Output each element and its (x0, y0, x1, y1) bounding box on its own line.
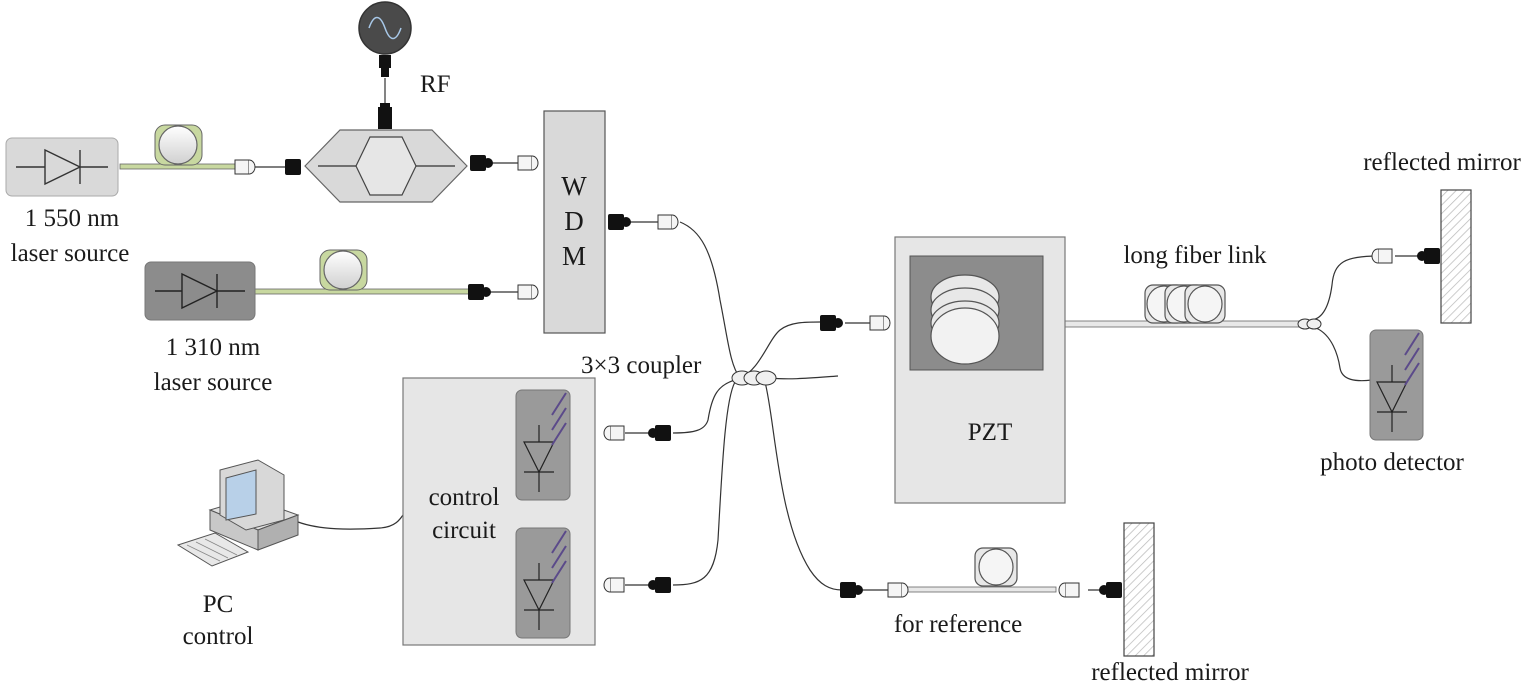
rf-connector (379, 55, 391, 68)
pc-label-line2: control (183, 623, 254, 650)
control-label-line2: circuit (432, 517, 496, 544)
wdm-label-d: D (564, 206, 584, 236)
laser-1550-label-line1: 1 550 nm (25, 205, 120, 232)
coupler-3x3: 3×3 coupler (581, 352, 777, 386)
fiber-wdm-to-coupler (679, 221, 741, 379)
rf-label: RF (420, 71, 451, 98)
control-label-line1: control (429, 484, 500, 511)
pzt: PZT (894, 236, 1066, 504)
long-fiber-label: long fiber link (1123, 242, 1267, 269)
wdm-box (543, 110, 606, 334)
fiber-coil-1310 (319, 249, 368, 291)
fiber-to-top-mirror (1311, 255, 1379, 321)
detector-1 (515, 389, 571, 501)
fiber-reference (905, 586, 1057, 593)
for-reference-label: for reference (894, 611, 1022, 638)
pzt-label: PZT (968, 419, 1012, 446)
mirror-top (1440, 189, 1472, 324)
detector-2 (515, 527, 571, 639)
fiber-coupler-to-pzt (739, 321, 821, 379)
fiber-coil-1550 (154, 124, 203, 166)
pc-cable (297, 511, 406, 530)
computer-icon (176, 459, 300, 567)
photo-detector-label: photo detector (1320, 449, 1464, 476)
wdm-label-w: W (561, 171, 587, 201)
laser-1310-label-line2: laser source (154, 369, 273, 396)
connectors (234, 155, 1440, 598)
long-fiber-link: long fiber link (1123, 242, 1322, 330)
diode-icon (16, 148, 108, 186)
diode-icon (155, 272, 245, 310)
wdm: W D M (543, 110, 606, 334)
laser-1550: 1 550 nm laser source (5, 137, 130, 267)
reflected-mirror-bottom: reflected mirror (1091, 522, 1249, 686)
photo-detector: photo detector (1320, 329, 1465, 476)
fiber-to-photo-detector (1315, 327, 1373, 382)
laser-1550-label-line2: laser source (11, 240, 130, 267)
pzt-fiber-spool (930, 274, 1000, 365)
fiber-coupler-to-reference (764, 381, 843, 591)
mirror-bottom-label: reflected mirror (1091, 659, 1249, 686)
wdm-label-m: M (562, 241, 586, 271)
modulator (304, 103, 468, 203)
rf-source: RF (358, 1, 451, 98)
fiber-coupler-to-detector1 (672, 379, 736, 434)
laser-1310: 1 310 nm laser source (144, 261, 273, 396)
coupler-label: 3×3 coupler (581, 352, 702, 379)
control-circuit: control circuit (402, 377, 596, 646)
fiber-1310 (254, 288, 471, 295)
mirror-bottom (1123, 522, 1155, 657)
pc-label-line1: PC (203, 591, 234, 618)
reference-arm: for reference (894, 547, 1022, 638)
mirror-top-label: reflected mirror (1363, 149, 1521, 176)
fiber-coupler-open-end (769, 375, 839, 380)
fiber-coupler-to-detector2 (672, 381, 736, 586)
reflected-mirror-top: reflected mirror (1363, 149, 1521, 324)
pc-control: PC control (176, 459, 300, 650)
fiber-coil-reference (974, 547, 1018, 587)
sine-wave-icon (368, 16, 402, 40)
laser-1310-label-line1: 1 310 nm (166, 334, 261, 361)
